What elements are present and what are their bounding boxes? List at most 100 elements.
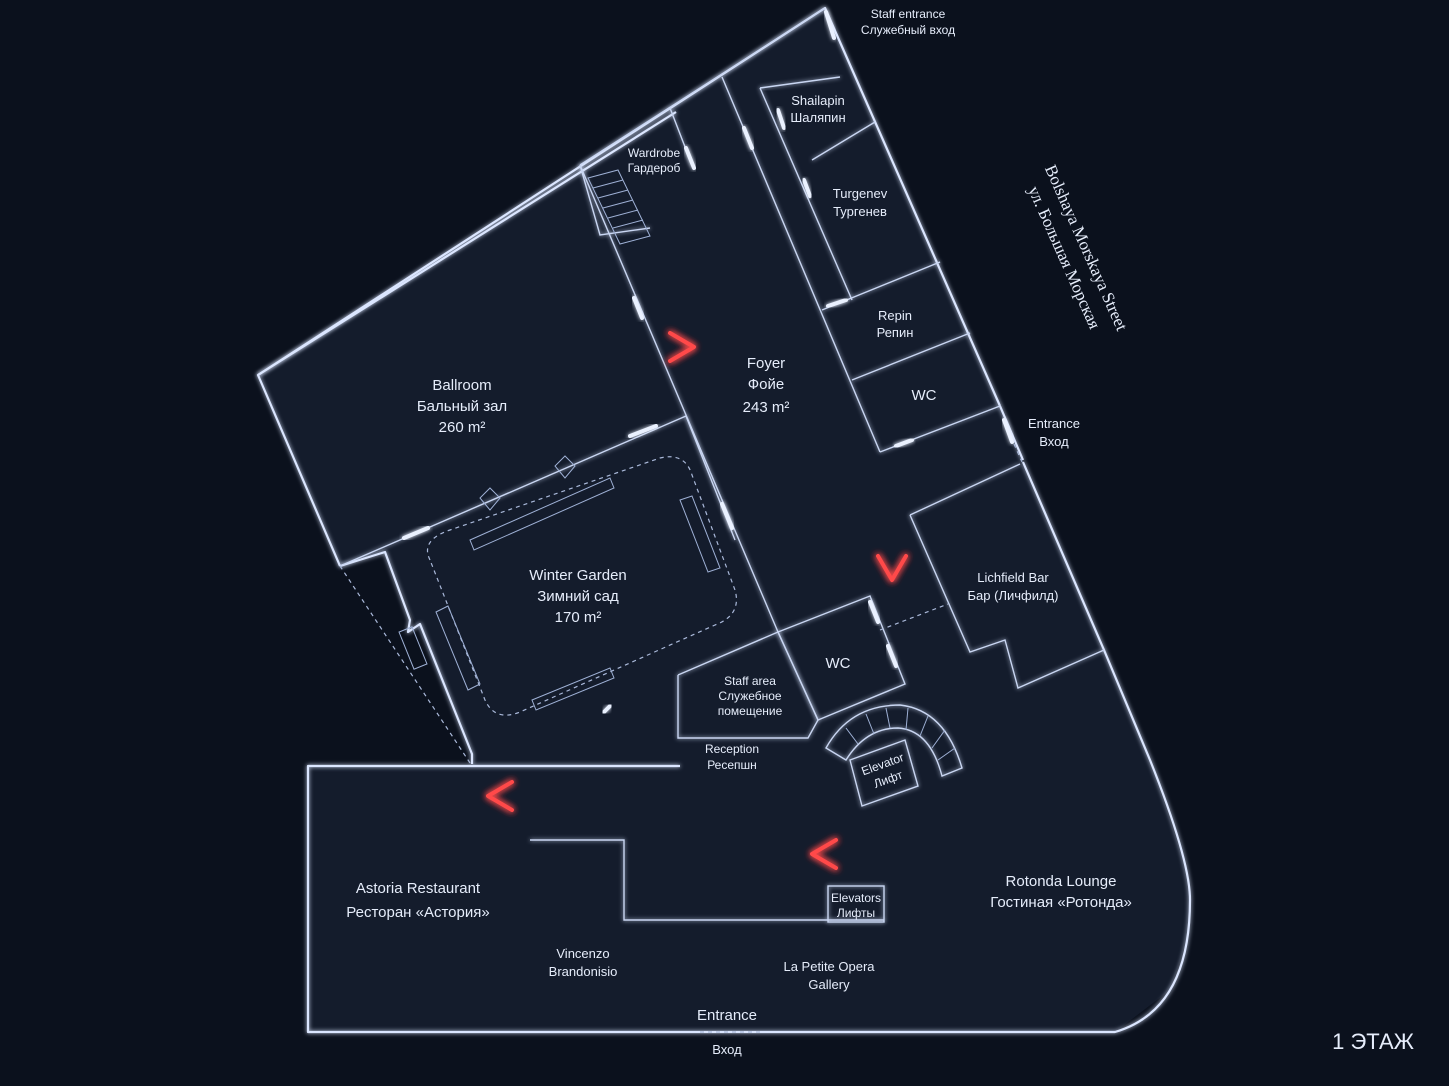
- shailapin-en: Shailapin: [791, 93, 845, 108]
- elevator-structure: [825, 704, 963, 807]
- entrance-wall: [998, 405, 1025, 461]
- turgenev-ru: Тургенев: [833, 204, 887, 219]
- floor-fills: [258, 8, 1190, 1032]
- foyer-en: Foyer: [747, 355, 785, 372]
- wall-ballroom-south: [339, 415, 687, 567]
- outer-walls: [256, 6, 1192, 1034]
- bench-east: [679, 495, 721, 573]
- wc-upper: WC: [912, 387, 937, 404]
- foyer-door-1: [742, 126, 754, 150]
- wc-lower: WC: [826, 655, 851, 672]
- wall-bar-south: [909, 514, 1105, 689]
- shailapin-door: [776, 108, 786, 130]
- staff-area-ru2: помещение: [718, 704, 783, 718]
- winter-garden-area: 170 m²: [555, 609, 602, 626]
- foyer-area: 243 m²: [743, 399, 790, 416]
- wc-lower-door-1: [868, 600, 880, 624]
- arrow-left-lounge: [810, 838, 926, 870]
- ballroom-ru: Бальный зал: [417, 398, 507, 415]
- west-step: [398, 626, 428, 670]
- door-marker-2: [554, 455, 576, 479]
- lichfield-bar-en: Lichfield Bar: [977, 570, 1049, 585]
- wc-lower-door-2: [886, 644, 898, 668]
- vincenzo-line1: Vincenzo: [556, 946, 609, 961]
- wardrobe-box: [579, 164, 651, 236]
- winter-garden-en: Winter Garden: [529, 567, 627, 584]
- ballroom-area: 260 m²: [439, 419, 486, 436]
- wall-staff-area: [677, 631, 819, 739]
- street-label: Bolshaya Morskaya Street ул. Большая Мор…: [1024, 162, 1131, 334]
- door-marker-1: [479, 487, 501, 511]
- repin-ru: Репин: [877, 325, 914, 340]
- wall-shailapin-bottom: [811, 121, 876, 161]
- opera-line1: La Petite Opera: [783, 959, 875, 974]
- lichfield-bar-ru: Бар (Личфилд): [968, 588, 1059, 603]
- bench-north: [469, 477, 615, 551]
- bench-west: [435, 605, 481, 691]
- wall-bar-top: [909, 463, 1021, 516]
- main-entrance-ru: Вход: [712, 1042, 742, 1057]
- side-entrance-en: Entrance: [1028, 416, 1080, 431]
- arrow-right-foyer: [582, 331, 696, 363]
- wall-repin-bottom: [851, 332, 971, 381]
- wardrobe-ru: Гардероб: [628, 161, 681, 175]
- staff-entrance-en: Staff entrance: [871, 7, 946, 21]
- vincenzo-line2: Brandonisio: [549, 964, 618, 979]
- winter-step-2: [602, 704, 612, 714]
- astoria-en: Astoria Restaurant: [356, 880, 481, 897]
- staff-entrance-ru: Служебный вход: [861, 23, 955, 37]
- arrow-down-foyer: [876, 503, 908, 582]
- reception-en: Reception: [705, 742, 759, 756]
- winter-garden-interior: [398, 456, 737, 716]
- arrow-left-restaurant: [486, 780, 596, 812]
- wall-entrance-hall: [530, 839, 884, 921]
- wall-rooms-west: [759, 87, 853, 301]
- winter-garden-west-wall: [339, 550, 474, 764]
- floor-label: 1 ЭТАЖ: [1332, 1029, 1415, 1054]
- wardrobe-en: Wardrobe: [628, 146, 681, 160]
- winter-east-door: [720, 502, 734, 530]
- turgenev-door: [802, 178, 812, 198]
- wardrobe-door: [684, 146, 696, 170]
- wall-shailapin-top: [759, 76, 841, 89]
- wall-top-strip: [579, 7, 826, 166]
- north-wing-fill: [258, 8, 1190, 1032]
- staff-area-ru1: Служебное: [718, 689, 782, 703]
- direction-arrows: [486, 331, 926, 870]
- opera-line2: Gallery: [808, 977, 850, 992]
- stairs-outline: [587, 169, 651, 245]
- rotonda-ru: Гостиная «Ротонда»: [990, 894, 1132, 911]
- winter-garden-ru: Зимний сад: [537, 588, 619, 605]
- elevator-arc: [825, 704, 963, 777]
- foyer-ru: Фойе: [748, 376, 784, 393]
- side-entrance-ru: Вход: [1039, 434, 1069, 449]
- ballroom-en: Ballroom: [432, 377, 491, 394]
- main-entrance-en: Entrance: [697, 1007, 757, 1024]
- wardrobe-stairs: [587, 169, 651, 245]
- ballroom-diagonal: [257, 111, 677, 376]
- winter-door: [628, 424, 658, 438]
- labels: Staff entrance Служебный вход Shailapin …: [346, 7, 1414, 1057]
- staff-area-en: Staff area: [724, 674, 776, 688]
- dashed-links: [339, 443, 1023, 1033]
- foyer-west-door: [632, 296, 644, 320]
- wall-foyer-west: [579, 164, 779, 633]
- astoria-ru: Ресторан «Астория»: [346, 904, 489, 921]
- staff-door: [824, 10, 836, 40]
- turgenev-en: Turgenev: [833, 186, 888, 201]
- rotonda-en: Rotonda Lounge: [1006, 873, 1117, 890]
- ballroom-door: [402, 526, 430, 540]
- entrance-door: [1002, 418, 1014, 444]
- repin-en: Repin: [878, 308, 912, 323]
- ballroom-doors: [479, 455, 576, 511]
- elevators-ru: Лифты: [837, 906, 875, 920]
- entrance-dashed: [1013, 443, 1023, 463]
- door-highlights: [402, 10, 1092, 1034]
- wc-upper-door: [894, 438, 914, 448]
- reception-ru: Ресепшн: [707, 758, 757, 772]
- shailapin-ru: Шаляпин: [790, 110, 845, 125]
- north-wing-outline: [256, 6, 1002, 567]
- bench-south: [531, 667, 615, 711]
